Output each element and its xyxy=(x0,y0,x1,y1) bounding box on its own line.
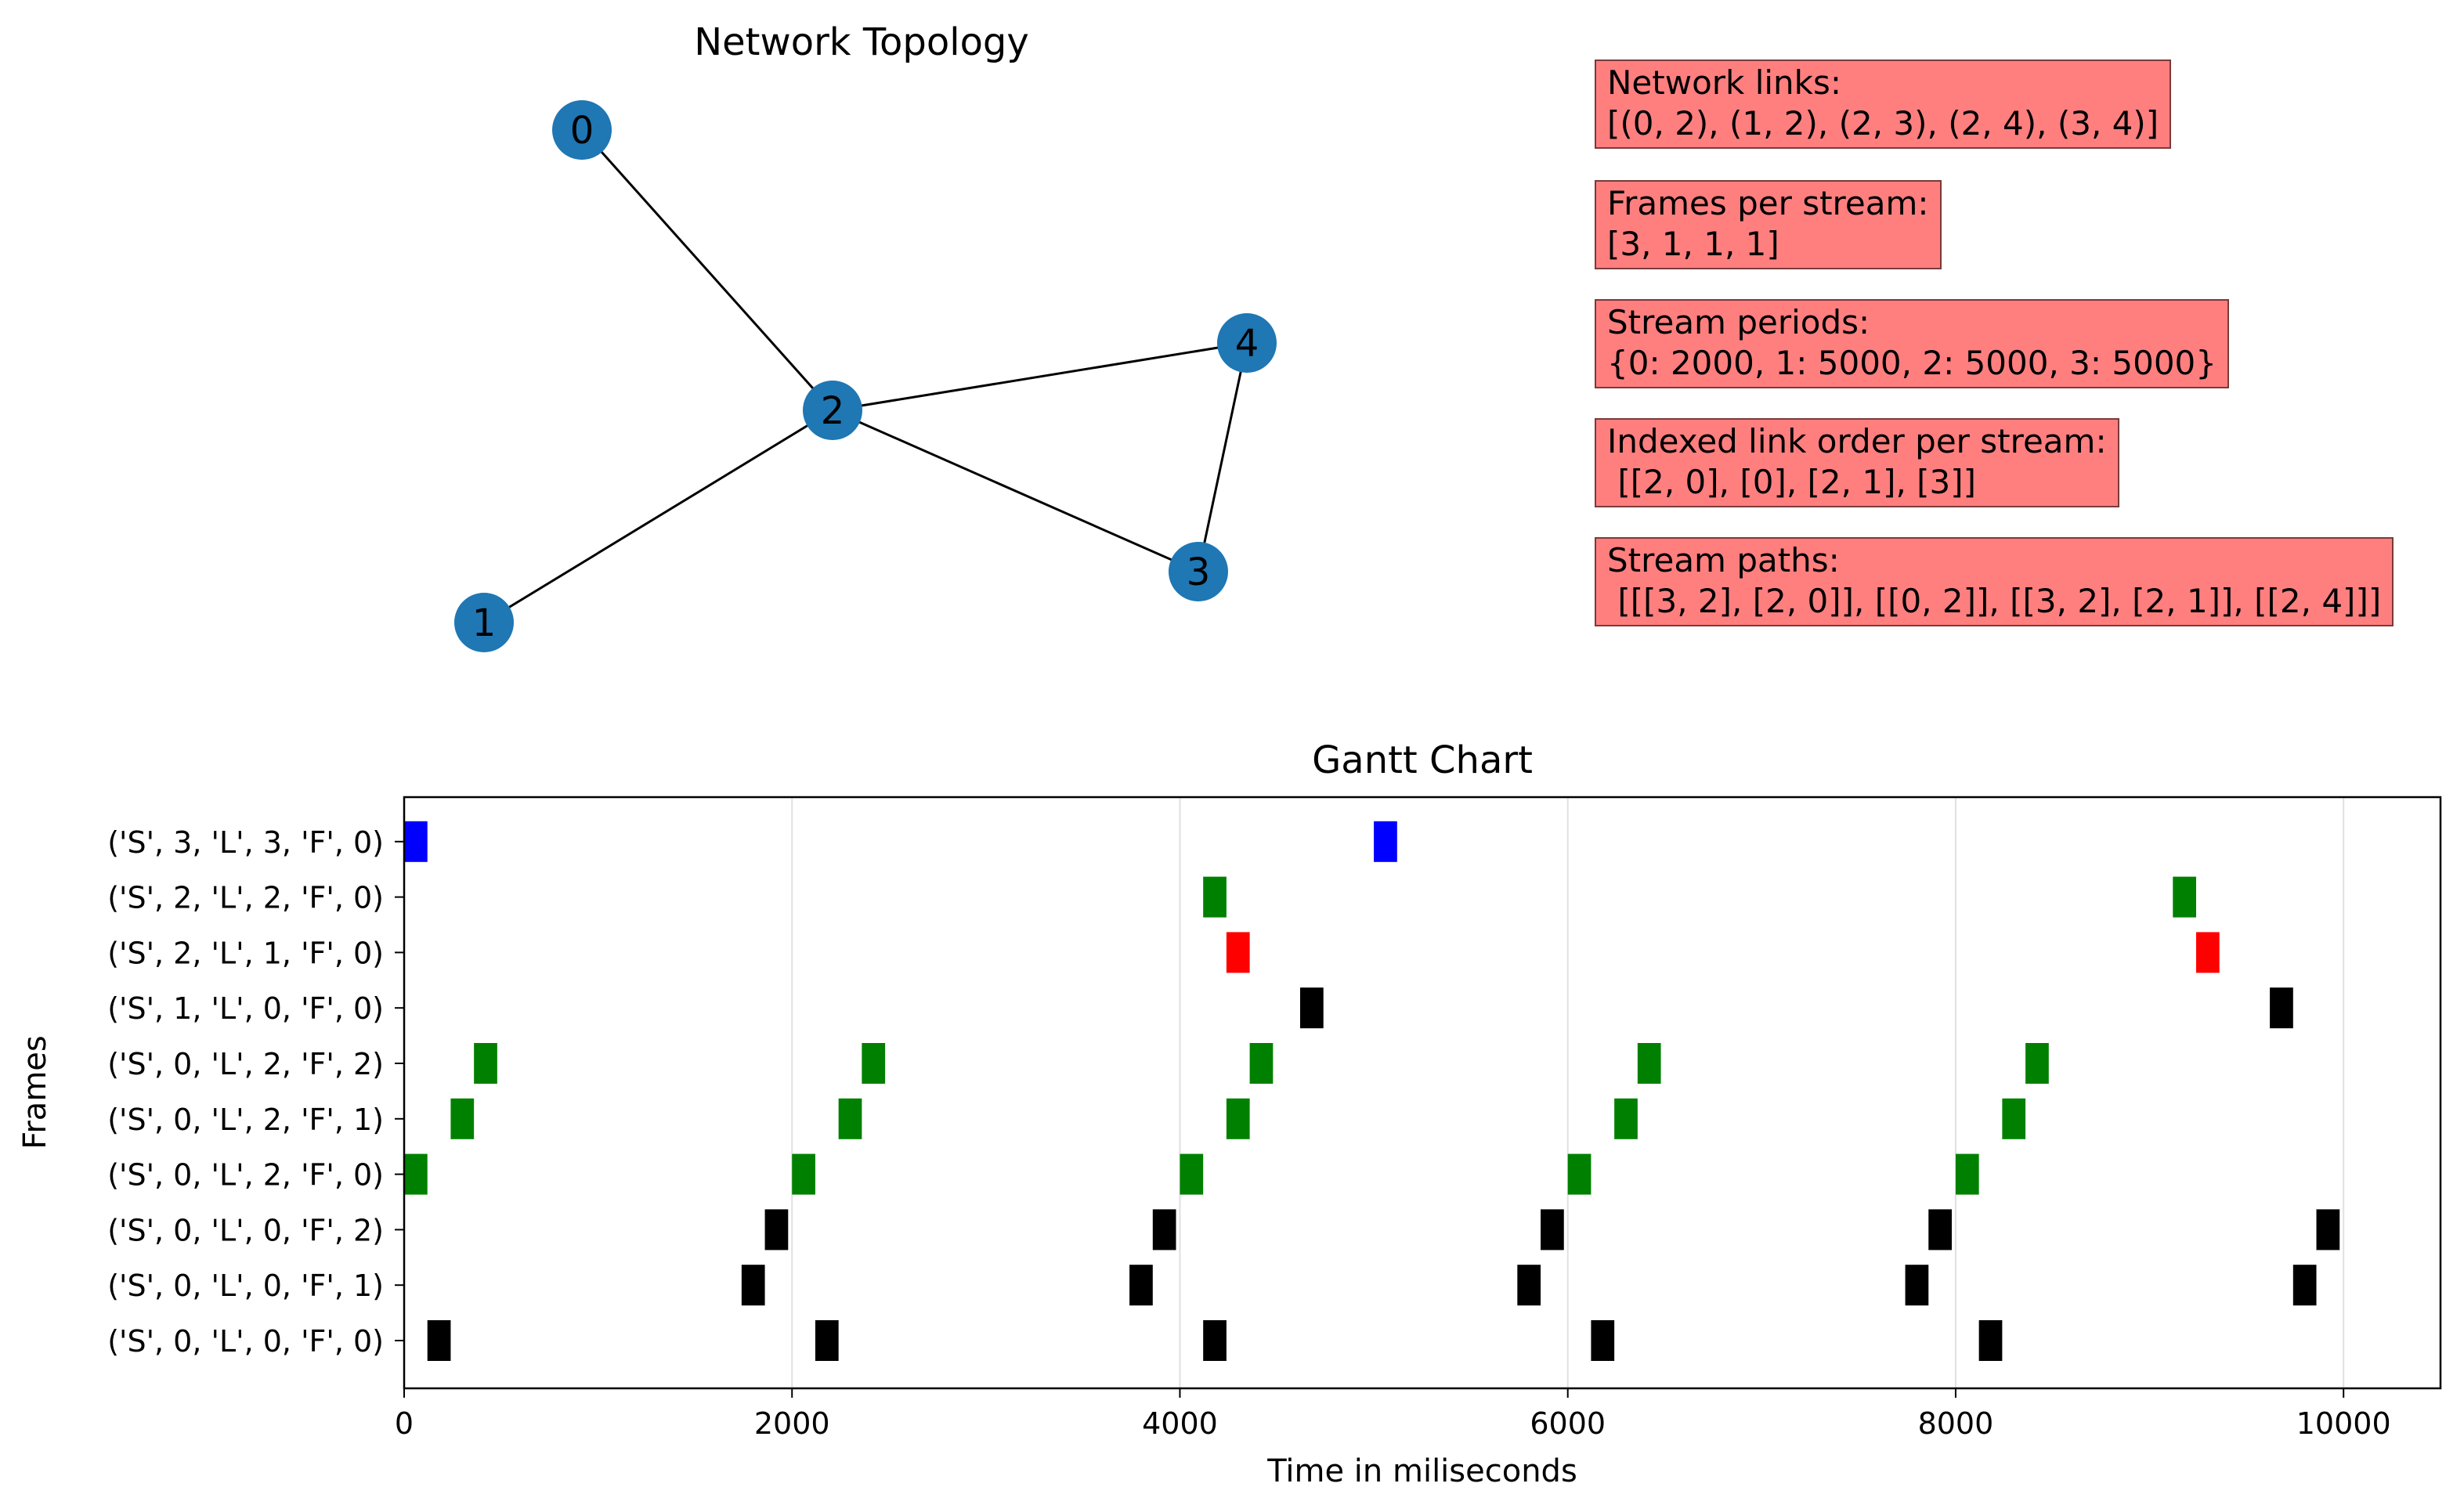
gantt-gridlines xyxy=(791,797,2345,1388)
topology-nodes: 0 1 2 3 4 xyxy=(454,100,1277,652)
info-box-value: [(0, 2), (1, 2), (2, 3), (2, 4), (3, 4)] xyxy=(1607,104,2159,143)
x-tick-labels: 0 2000 4000 6000 8000 10000 xyxy=(395,1388,2391,1441)
gantt-bar xyxy=(2002,1098,2026,1139)
y-tick-labels: ('S', 0, 'L', 0, 'F', 0) ('S', 0, 'L', 0,… xyxy=(107,825,404,1359)
x-tick-label: 6000 xyxy=(1530,1406,1606,1441)
gantt-bar xyxy=(1152,1209,1176,1251)
network-topology-graph: Network Topology 0 1 2 3 4 xyxy=(454,20,1277,652)
x-tick-label: 8000 xyxy=(1918,1406,1994,1441)
topology-node-label: 2 xyxy=(821,389,845,433)
gantt-bar xyxy=(1614,1098,1638,1139)
gantt-bar xyxy=(1203,1320,1227,1361)
topology-node xyxy=(1169,542,1228,601)
info-box: Stream paths: [[[3, 2], [2, 0]], [[0, 2]… xyxy=(1595,537,2394,626)
gantt-bar xyxy=(404,821,428,862)
gantt-bar xyxy=(1180,1153,1204,1195)
gantt-bar xyxy=(2025,1043,2049,1084)
gantt-bar xyxy=(862,1043,886,1084)
gantt-bar xyxy=(404,1153,428,1195)
gantt-bar xyxy=(2316,1209,2340,1251)
gantt-bar xyxy=(1591,1320,1615,1361)
topology-edge xyxy=(483,409,833,624)
gantt-bar xyxy=(838,1098,862,1139)
gantt-bar xyxy=(815,1320,839,1361)
x-tick-label: 4000 xyxy=(1142,1406,1218,1441)
topology-node xyxy=(552,100,612,160)
topology-edge xyxy=(832,409,1199,573)
gantt-bar xyxy=(1567,1153,1591,1195)
topology-node xyxy=(454,593,514,652)
gantt-bar xyxy=(1226,932,1250,973)
x-axis-label: Time in miliseconds xyxy=(1266,1453,1577,1489)
gantt-bar xyxy=(427,1320,451,1361)
gantt-bar xyxy=(2173,876,2196,918)
y-tick-label: ('S', 0, 'L', 2, 'F', 1) xyxy=(107,1103,384,1137)
info-box: Network links:[(0, 2), (1, 2), (2, 3), (… xyxy=(1595,60,2172,149)
x-tick-label: 10000 xyxy=(2296,1406,2391,1441)
gantt-bar xyxy=(1374,821,1397,862)
info-box: Stream periods:{0: 2000, 1: 5000, 2: 500… xyxy=(1595,299,2229,388)
gantt-bar xyxy=(741,1265,765,1306)
topology-node-label: 1 xyxy=(472,601,497,645)
topology-node-label: 0 xyxy=(570,109,594,153)
topology-edge xyxy=(1197,342,1248,572)
gantt-bar xyxy=(1978,1320,2003,1361)
info-box-value: [[[3, 2], [2, 0]], [[0, 2]], [[3, 2], [2… xyxy=(1607,582,2382,620)
gantt-bar xyxy=(450,1098,475,1139)
info-box-value: {0: 2000, 1: 5000, 2: 5000, 3: 5000} xyxy=(1607,344,2217,382)
gantt-bar xyxy=(2292,1265,2317,1306)
gantt-bar xyxy=(1955,1153,1979,1195)
y-tick-label: ('S', 0, 'L', 0, 'F', 2) xyxy=(107,1213,384,1247)
y-tick-label: ('S', 0, 'L', 0, 'F', 0) xyxy=(107,1324,384,1359)
gantt-bar xyxy=(792,1153,815,1195)
topology-node-label: 3 xyxy=(1187,550,1211,594)
topology-edges xyxy=(483,129,1248,624)
y-tick-label: ('S', 0, 'L', 2, 'F', 0) xyxy=(107,1158,384,1193)
gantt-bar xyxy=(2196,932,2220,973)
topology-edge xyxy=(832,341,1248,412)
gantt-bar xyxy=(1517,1265,1541,1306)
y-axis-label: Frames xyxy=(17,1035,53,1149)
gantt-bar xyxy=(764,1209,789,1251)
gantt-bar xyxy=(1300,987,1324,1029)
gantt-bar xyxy=(1203,876,1227,918)
info-box-title: Stream paths: xyxy=(1607,541,1840,579)
topology-node-label: 4 xyxy=(1235,322,1259,366)
info-box: Indexed link order per stream: [[2, 0], … xyxy=(1595,418,2119,507)
gantt-bar xyxy=(1226,1098,1250,1139)
gantt-bar xyxy=(474,1043,497,1084)
gantt-bar xyxy=(1905,1265,1929,1306)
gantt-bars xyxy=(404,821,2340,1361)
plot-frame xyxy=(403,796,2442,1390)
info-box-title: Network links: xyxy=(1607,63,1842,102)
gantt-chart: Gantt Chart ('S', 0, 'L', 0, 'F', 0)('S'… xyxy=(17,738,2442,1489)
y-tick-label: ('S', 2, 'L', 1, 'F', 0) xyxy=(107,936,384,970)
topology-edge xyxy=(580,129,834,411)
gantt-bar xyxy=(1249,1043,1274,1084)
gantt-bar xyxy=(1541,1209,1564,1251)
info-box-title: Stream periods: xyxy=(1607,303,1870,341)
gantt-bar xyxy=(1928,1209,1952,1251)
topology-title: Network Topology xyxy=(694,20,1029,64)
y-tick-label: ('S', 3, 'L', 3, 'F', 0) xyxy=(107,825,384,860)
x-tick-label: 2000 xyxy=(754,1406,830,1441)
y-tick-label: ('S', 0, 'L', 0, 'F', 1) xyxy=(107,1269,384,1303)
x-tick-label: 0 xyxy=(395,1406,414,1441)
gantt-title: Gantt Chart xyxy=(1312,738,1533,782)
topology-node xyxy=(1217,313,1277,373)
info-box-value: [3, 1, 1, 1] xyxy=(1607,225,1779,263)
topology-node xyxy=(803,381,862,440)
gantt-bar xyxy=(2270,987,2293,1029)
y-tick-label: ('S', 1, 'L', 0, 'F', 0) xyxy=(107,991,384,1026)
info-box-title: Frames per stream: xyxy=(1607,184,1929,222)
gantt-bar xyxy=(1637,1043,1661,1084)
gantt-bar xyxy=(1129,1265,1153,1306)
y-tick-label: ('S', 2, 'L', 2, 'F', 0) xyxy=(107,881,384,915)
info-box-value: [[2, 0], [0], [2, 1], [3]] xyxy=(1607,463,1977,501)
y-tick-label: ('S', 0, 'L', 2, 'F', 2) xyxy=(107,1047,384,1081)
info-box: Frames per stream:[3, 1, 1, 1] xyxy=(1595,180,1942,269)
info-box-title: Indexed link order per stream: xyxy=(1607,422,2107,460)
